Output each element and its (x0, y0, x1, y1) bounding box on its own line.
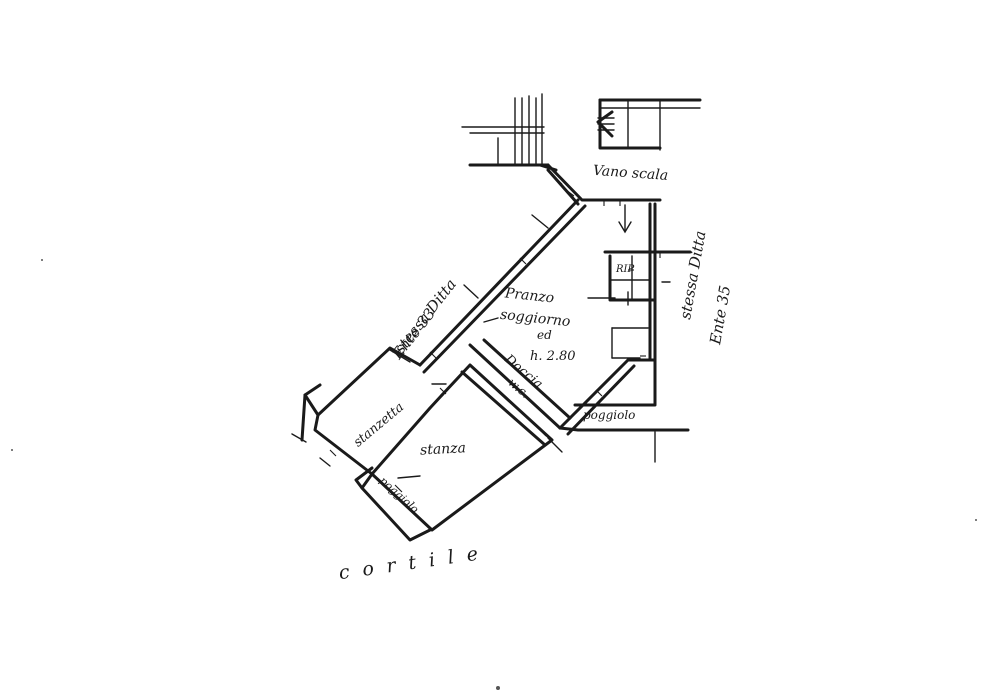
stair-symbol-left (461, 93, 550, 167)
opening-ticks (291, 204, 671, 479)
label-soggiorno: soggiorno (499, 307, 571, 330)
label-soggiorno-suffix: ed (537, 328, 552, 342)
plan-labels: Vano scala stessa Ditta Ente 33 stessa D… (337, 163, 734, 584)
label-pranzo: Pranzo (503, 285, 555, 306)
label-ente-35: Ente 35 (706, 284, 734, 347)
label-stanza: stanza (420, 440, 467, 458)
label-cortile: cortile (337, 541, 492, 584)
label-stessa-ditta-right: stessa Ditta (676, 229, 709, 320)
label-vano-scala: Vano scala (592, 163, 668, 184)
scan-specks (11, 259, 977, 690)
label-rip: RIP (615, 264, 634, 275)
stair-symbol-right (596, 98, 702, 151)
label-poggiolo-right: poggiolo (583, 408, 635, 422)
label-height: h. 2.80 (530, 349, 576, 364)
apartment-walls (300, 163, 692, 542)
